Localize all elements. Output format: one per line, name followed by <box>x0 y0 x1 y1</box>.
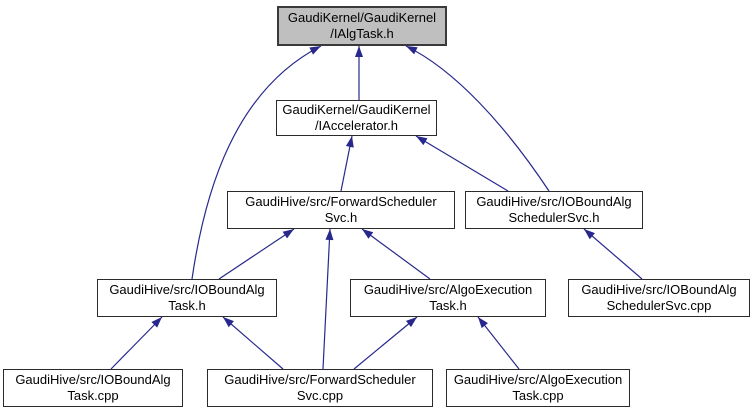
graph-node-label: Task.h <box>168 298 206 313</box>
arrowhead-ioboundalgtask_cpp-to-ioboundalgtask_h <box>151 317 162 328</box>
graph-node-label: /IAlgTask.h <box>330 26 394 41</box>
arrowhead-algoexecutiontask_h-to-forwardschedulersvc_h <box>362 229 374 239</box>
graph-node-label: Task.cpp <box>512 388 564 403</box>
arrowhead-forwardschedulersvc_cpp-to-algoexecutiontask_h <box>405 317 417 328</box>
arrowhead-forwardschedulersvc_h-to-iaccelerator_h <box>345 136 354 148</box>
edge-ioboundalgtask_h-to-ialgtask_h <box>191 45 322 280</box>
arrowhead-algoexecutiontask_cpp-to-algoexecutiontask_h <box>478 317 488 329</box>
graph-node-label: Svc.cpp <box>296 388 344 403</box>
edge-forwardschedulersvc_cpp-to-forwardschedulersvc_h <box>322 228 331 370</box>
arrowhead-iaccelerator_h-to-ialgtask_h <box>355 46 363 57</box>
arrowhead-ioboundalgtask_h-to-forwardschedulersvc_h <box>282 229 294 239</box>
graph-node-label: SchedulerSvc.h <box>508 210 600 225</box>
graph-node-iaccelerator_h[interactable]: GaudiKernel/GaudiKernel/IAccelerator.h <box>276 100 437 136</box>
graph-node-label: Task.cpp <box>67 388 119 403</box>
graph-node-label: Svc.h <box>324 210 358 225</box>
graph-node-label: GaudiKernel/GaudiKernel <box>282 102 431 117</box>
arrowhead-forwardschedulersvc_cpp-to-forwardschedulersvc_h <box>325 229 334 241</box>
graph-node-label: GaudiHive/src/ForwardScheduler <box>245 194 437 209</box>
graph-node-label: GaudiHive/src/IOBoundAlg <box>109 282 265 297</box>
arrowhead-ioboundalgschedulersvc_h-to-ialgtask_h <box>406 46 418 55</box>
edge-ioboundalgschedulersvc_h-to-iaccelerator_h <box>415 135 509 192</box>
graph-node-label: /IAccelerator.h <box>314 118 399 133</box>
arrowhead-forwardschedulersvc_cpp-to-ioboundalgtask_h <box>223 317 234 328</box>
arrowhead-ioboundalgschedulersvc_cpp-to-ioboundalgschedulersvc_h <box>584 229 595 240</box>
graph-node-label: GaudiKernel/GaudiKernel <box>287 10 437 25</box>
arrowhead-ioboundalgschedulersvc_h-to-iaccelerator_h <box>416 136 428 146</box>
graph-node-label: GaudiHive/src/IOBoundAlg <box>476 194 632 209</box>
graph-node-label: GaudiHive/src/ForwardScheduler <box>224 372 416 387</box>
graph-node-label: SchedulerSvc.cpp <box>606 298 712 313</box>
edge-ioboundalgtask_cpp-to-ioboundalgtask_h <box>110 316 163 370</box>
edge-ioboundalgschedulersvc_h-to-ialgtask_h <box>405 45 550 192</box>
edge-forwardschedulersvc_cpp-to-algoexecutiontask_h <box>353 316 418 370</box>
graph-node-label: GaudiHive/src/IOBoundAlg <box>15 372 171 387</box>
arrowhead-ioboundalgtask_h-to-ialgtask_h <box>309 46 321 55</box>
graph-node-label: GaudiHive/src/AlgoExecution <box>453 372 623 387</box>
edge-algoexecutiontask_cpp-to-algoexecutiontask_h <box>477 316 520 370</box>
edge-forwardschedulersvc_cpp-to-ioboundalgtask_h <box>222 316 284 370</box>
graph-node-ialgtask_h[interactable]: GaudiKernel/GaudiKernel/IAlgTask.h <box>277 6 447 46</box>
edge-algoexecutiontask_h-to-forwardschedulersvc_h <box>361 228 431 280</box>
edge-ioboundalgschedulersvc_cpp-to-ioboundalgschedulersvc_h <box>583 228 643 280</box>
graph-node-label: GaudiHive/src/IOBoundAlg <box>581 282 737 297</box>
graph-node-label: Task.h <box>429 298 467 313</box>
edge-ioboundalgtask_h-to-forwardschedulersvc_h <box>218 228 295 280</box>
graph-node-label: GaudiHive/src/AlgoExecution <box>363 282 533 297</box>
